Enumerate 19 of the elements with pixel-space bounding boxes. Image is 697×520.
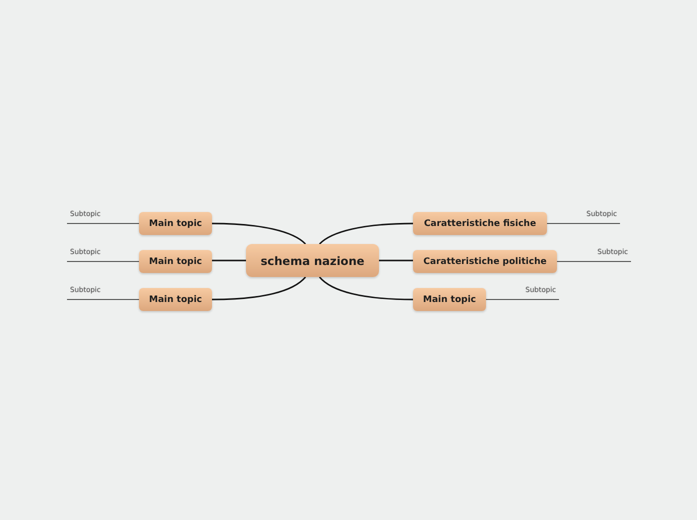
main-topic: Caratteristiche politiche	[413, 250, 557, 273]
main-topic: Main topic	[413, 288, 486, 311]
connector-line	[546, 223, 576, 224]
main-topic: Main topic	[139, 212, 212, 235]
connector-line	[212, 222, 306, 245]
connector-line	[319, 276, 413, 300]
connector-line	[112, 223, 140, 224]
main-topic: Main topic	[139, 250, 212, 273]
connector-line	[212, 276, 306, 300]
connector-line	[486, 299, 516, 300]
connector-line	[112, 299, 140, 300]
connector-line	[379, 260, 413, 262]
connector-line	[556, 261, 588, 262]
central-topic: schema nazione	[246, 244, 379, 277]
connector-line	[212, 260, 246, 262]
main-topic: Caratteristiche fisiche	[413, 212, 547, 235]
connector-line	[319, 222, 413, 245]
connector-line	[112, 261, 140, 262]
main-topic: Main topic	[139, 288, 212, 311]
